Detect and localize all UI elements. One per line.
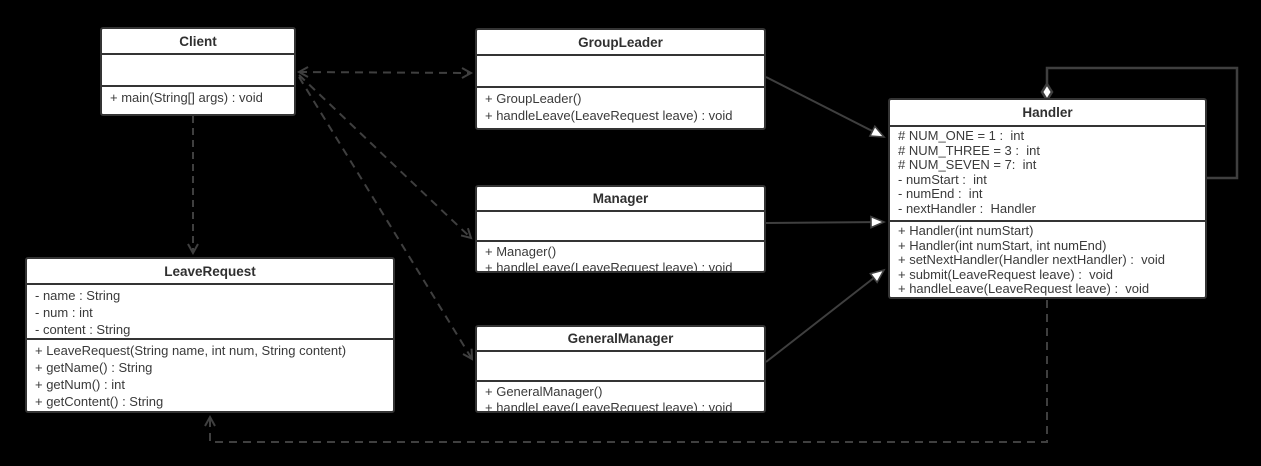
edge-handler-leaverequest (204, 300, 1048, 443)
member-row: + submit(LeaveRequest leave) : void (898, 266, 1113, 282)
edge-client-manager (298, 74, 473, 240)
edge-manager-handler (765, 222, 884, 223)
class-handler-title: Handler (890, 100, 1205, 127)
member-row: + getContent() : String (35, 394, 164, 409)
member-row: + handleLeave(LeaveRequest leave) : void (485, 400, 733, 411)
class-generalmanager: GeneralManager + GeneralManager()+ handl… (475, 325, 766, 413)
edge-client-groupleader (296, 66, 474, 79)
member-row: + getName() : String (35, 360, 153, 375)
class-manager: Manager + Manager()+ handleLeave(LeaveRe… (475, 185, 766, 273)
edge-generalmanager-handler (765, 270, 884, 363)
member-row: + Handler(int numStart) (898, 223, 1034, 238)
member-row: + main(String[] args) : void (110, 90, 263, 105)
member-row: - content : String (35, 322, 131, 337)
member-row: + getNum() : int (35, 377, 125, 392)
member-row: + Manager() (485, 244, 557, 259)
class-manager-title: Manager (477, 187, 764, 212)
member-row: + LeaveRequest(String name, int num, Str… (35, 343, 347, 358)
class-client-methods: + main(String[] args) : void (102, 87, 294, 114)
member-row: # NUM_ONE = 1 : int (898, 128, 1025, 143)
member-row: + GeneralManager() (485, 384, 603, 399)
class-handler: Handler # NUM_ONE = 1 : int# NUM_THREE =… (888, 98, 1207, 299)
class-groupleader-title: GroupLeader (477, 30, 764, 56)
class-generalmanager-methods: + GeneralManager()+ handleLeave(LeaveReq… (477, 382, 764, 411)
member-row: + handleLeave(LeaveRequest leave) : void (485, 260, 733, 271)
class-handler-attributes: # NUM_ONE = 1 : int# NUM_THREE = 3 : int… (890, 127, 1205, 222)
class-generalmanager-attributes (477, 352, 764, 382)
class-groupleader-attributes (477, 56, 764, 88)
class-client-attributes (102, 55, 294, 87)
class-manager-attributes (477, 212, 764, 242)
edge-handler-self-loop (1045, 66, 1239, 180)
class-leaverequest-title: LeaveRequest (27, 259, 393, 285)
edge-groupleader-handler (765, 76, 884, 137)
member-row: - nextHandler : Handler (898, 200, 1037, 216)
class-leaverequest-attributes: - name : String - num : int - content : St… (27, 285, 393, 340)
class-handler-methods: + Handler(int numStart)+ Handler(int num… (890, 222, 1205, 297)
member-row: + handleLeave(LeaveRequest leave) : void (485, 108, 733, 123)
member-row: + Handler(int numStart, int numEnd) (898, 237, 1107, 253)
member-row: # NUM_THREE = 3 : int (898, 142, 1040, 158)
member-row: + handleLeave(LeaveRequest leave) : void (898, 281, 1150, 297)
member-row: + GroupLeader() (485, 91, 582, 106)
class-manager-methods: + Manager()+ handleLeave(LeaveRequest le… (477, 242, 764, 271)
member-row: # NUM_SEVEN = 7: int (898, 157, 1037, 173)
class-groupleader: GroupLeader + GroupLeader() + handleLeave… (475, 28, 766, 130)
member-row: - name : String (35, 288, 121, 303)
member-row: + setNextHandler(Handler nextHandler) : … (898, 252, 1165, 268)
class-generalmanager-title: GeneralManager (477, 327, 764, 352)
member-row: - numStart : int (898, 171, 987, 187)
class-client-title: Client (102, 29, 294, 55)
class-leaverequest-methods: + LeaveRequest(String name, int num, Str… (27, 340, 393, 411)
class-groupleader-methods: + GroupLeader() + handleLeave(LeaveReques… (477, 88, 764, 128)
member-row: - numEnd : int (898, 186, 983, 202)
class-client: Client + main(String[] args) : void (100, 27, 296, 116)
member-row: - num : int (35, 305, 93, 320)
class-leaverequest: LeaveRequest - name : String- num : int-… (25, 257, 395, 413)
